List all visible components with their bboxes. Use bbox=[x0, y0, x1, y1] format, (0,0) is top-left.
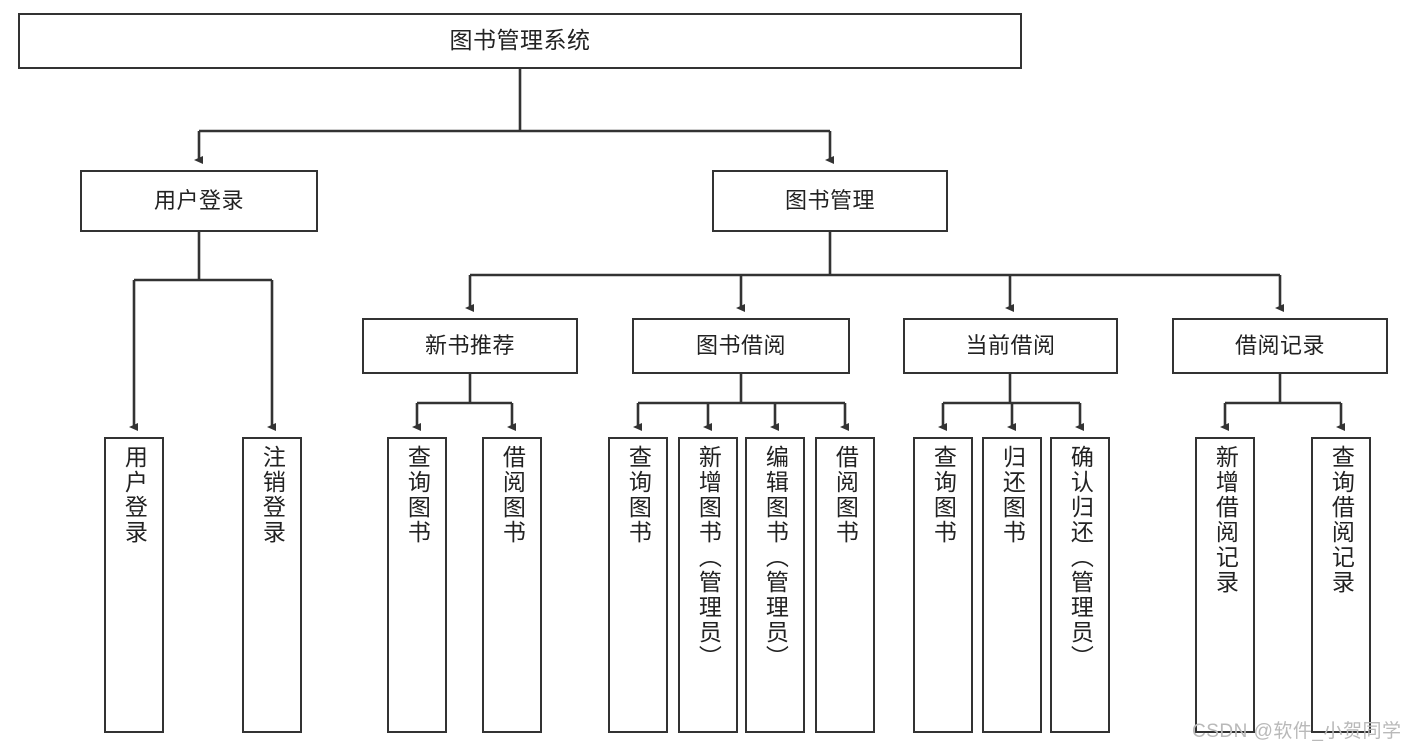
node-leaf-query-record-label: 查询借阅记录 bbox=[1328, 445, 1355, 595]
node-leaf-add-book[interactable]: 新增图书（管理员） bbox=[678, 437, 738, 733]
node-new-book-rec-label: 新书推荐 bbox=[424, 333, 515, 359]
node-current-borrow[interactable]: 当前借阅 bbox=[903, 318, 1118, 374]
node-leaf-query-book-1[interactable]: 查询图书 bbox=[387, 437, 447, 733]
node-leaf-borrow-book-2[interactable]: 借阅图书 bbox=[815, 437, 875, 733]
node-leaf-confirm-return[interactable]: 确认归还（管理员） bbox=[1050, 437, 1110, 733]
wire-group-current-borrow bbox=[938, 374, 1084, 431]
wire-group-borrow-record bbox=[1220, 374, 1345, 431]
node-root[interactable]: 图书管理系统 bbox=[18, 13, 1022, 69]
node-leaf-return-book[interactable]: 归还图书 bbox=[982, 437, 1042, 733]
node-leaf-query-book-3[interactable]: 查询图书 bbox=[913, 437, 973, 733]
wire-group-user-login bbox=[129, 232, 276, 431]
node-leaf-query-record[interactable]: 查询借阅记录 bbox=[1311, 437, 1371, 733]
node-root-label: 图书管理系统 bbox=[449, 27, 591, 54]
node-leaf-user-login[interactable]: 用户登录 bbox=[104, 437, 164, 733]
node-leaf-borrow-book-1-label: 借阅图书 bbox=[499, 445, 526, 545]
node-user-login-label: 用户登录 bbox=[153, 188, 244, 214]
node-leaf-borrow-book-1[interactable]: 借阅图书 bbox=[482, 437, 542, 733]
wire-group-new-book-rec bbox=[412, 374, 516, 431]
node-book-manage[interactable]: 图书管理 bbox=[712, 170, 948, 232]
node-leaf-user-logout-label: 注销登录 bbox=[259, 445, 286, 545]
node-new-book-rec[interactable]: 新书推荐 bbox=[362, 318, 578, 374]
node-book-manage-label: 图书管理 bbox=[784, 188, 875, 214]
node-leaf-edit-book-label: 编辑图书（管理员） bbox=[762, 445, 789, 670]
node-user-login[interactable]: 用户登录 bbox=[80, 170, 318, 232]
node-leaf-return-book-label: 归还图书 bbox=[999, 445, 1026, 545]
node-leaf-user-login-label: 用户登录 bbox=[121, 445, 148, 545]
node-leaf-edit-book[interactable]: 编辑图书（管理员） bbox=[745, 437, 805, 733]
node-leaf-query-book-2[interactable]: 查询图书 bbox=[608, 437, 668, 733]
node-leaf-add-record-label: 新增借阅记录 bbox=[1212, 445, 1239, 595]
node-book-borrow-label: 图书借阅 bbox=[695, 333, 786, 359]
node-leaf-query-book-2-label: 查询图书 bbox=[625, 445, 652, 545]
node-book-borrow[interactable]: 图书借阅 bbox=[632, 318, 850, 374]
node-leaf-confirm-return-label: 确认归还（管理员） bbox=[1067, 445, 1094, 670]
node-leaf-add-record[interactable]: 新增借阅记录 bbox=[1195, 437, 1255, 733]
node-leaf-user-logout[interactable]: 注销登录 bbox=[242, 437, 302, 733]
wire-group-book-borrow bbox=[633, 374, 849, 431]
node-leaf-borrow-book-2-label: 借阅图书 bbox=[832, 445, 859, 545]
node-borrow-record-label: 借阅记录 bbox=[1234, 333, 1325, 359]
node-leaf-add-book-label: 新增图书（管理员） bbox=[695, 445, 722, 670]
node-leaf-query-book-1-label: 查询图书 bbox=[404, 445, 431, 545]
node-current-borrow-label: 当前借阅 bbox=[965, 333, 1056, 359]
node-borrow-record[interactable]: 借阅记录 bbox=[1172, 318, 1388, 374]
wire-group-book-manage bbox=[465, 232, 1284, 312]
node-leaf-query-book-3-label: 查询图书 bbox=[930, 445, 957, 545]
wire-group-root bbox=[194, 69, 834, 164]
watermark-text: CSDN @软件_小贺同学 bbox=[1192, 721, 1402, 742]
